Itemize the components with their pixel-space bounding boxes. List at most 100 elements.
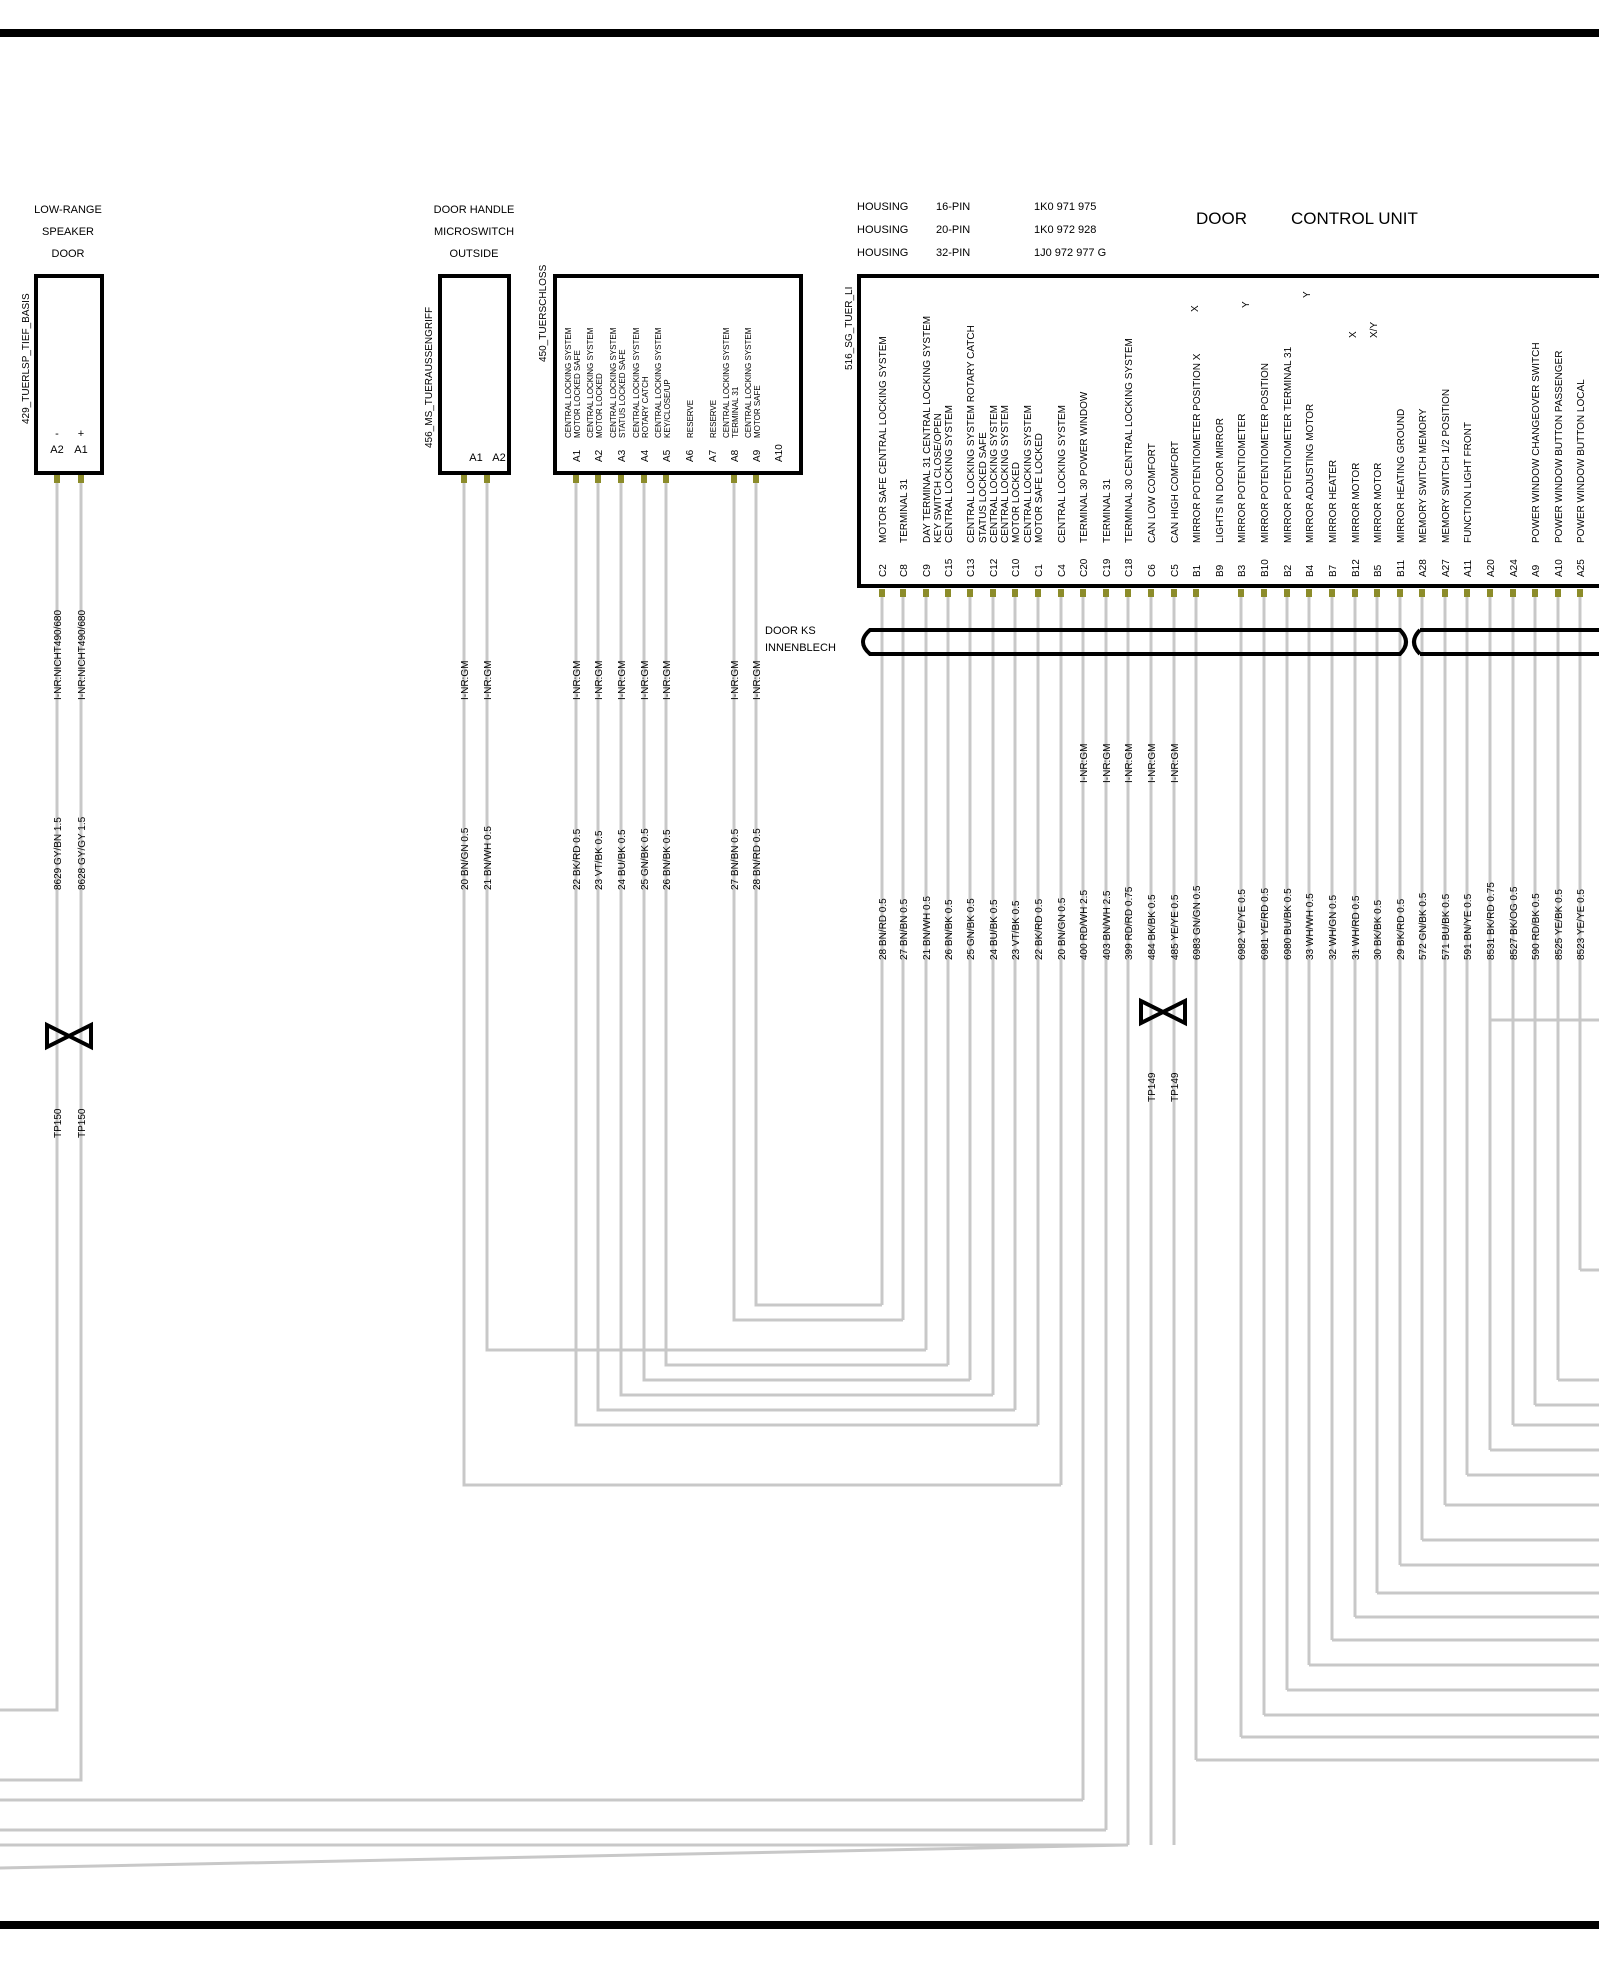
lock-pin-function: MOTOR LOCKED (595, 373, 604, 438)
wire-399-rd-rd (0, 1843, 1129, 1870)
handle-pin-label: A1 (469, 452, 482, 464)
control-unit-pin-terminal (1577, 589, 1583, 597)
lock-wire-ident: I-NR:GM (662, 661, 673, 700)
control-unit-wire-label: 6982 YE/YE 0.5 (1237, 889, 1248, 960)
control-unit-pin-label: C9 (922, 564, 933, 577)
control-unit-pin-label: A11 (1463, 560, 1474, 577)
control-unit-pin-function: MEMORY SWITCH MEMORY (1418, 408, 1429, 543)
control-unit-pin-terminal (1080, 589, 1086, 597)
lock-pin-terminal (641, 475, 647, 483)
control-unit-wire-label: 6981 YE/RD 0.5 (1260, 887, 1271, 960)
lock-wire-ident: I-NR:GM (752, 661, 763, 700)
wire-27-bn-bn (732, 483, 903, 1322)
control-unit-pin-label: B2 (1283, 564, 1294, 577)
control-unit-pin-label: C20 (1079, 558, 1090, 577)
control-unit-wire-label: 28 BN/RD 0.5 (878, 898, 889, 960)
control-unit-pin-label: A24 (1509, 559, 1520, 577)
control-unit-pin-label: A28 (1418, 559, 1429, 577)
control-unit-wire-label: 572 GN/BK 0.5 (1418, 892, 1429, 960)
control-unit-wire-label: 8525 YE/BK 0.5 (1554, 889, 1565, 960)
lock-wire-ident: I-NR:GM (730, 661, 741, 700)
control-unit-pin-function: MEMORY SWITCH 1/2 POSITION (1441, 389, 1452, 543)
control-unit-pin-label: C8 (899, 564, 910, 577)
control-unit-pin-terminal (1329, 589, 1335, 597)
speaker-wire-label: 8629 GY/BN 1.5 (53, 817, 64, 890)
control-unit-pin-terminal (1306, 589, 1312, 597)
lock-pin-label: A1 (572, 449, 583, 462)
control-unit-wire-ident: I-NR:GM (1124, 744, 1135, 783)
control-unit-pin-label: A27 (1441, 559, 1452, 577)
speaker-wire-ident: I-NR:NICHT490/680 (53, 610, 64, 700)
control-unit-pin-terminal (879, 589, 885, 597)
control-unit-pin-label: C18 (1124, 558, 1135, 577)
lock-pin-label: A4 (640, 449, 651, 462)
speaker-wire-a1 (0, 483, 83, 1782)
speaker-test-point: TP150 (77, 1108, 88, 1138)
control-unit-wire-label: 8531 BK/RD 0.75 (1486, 882, 1497, 960)
lock-wire-ident: I-NR:GM (617, 661, 628, 700)
control-unit-pin-terminal (1374, 589, 1380, 597)
lock-pin-label: A9 (752, 449, 763, 462)
control-unit-pin-label: B1 (1192, 564, 1203, 577)
control-unit-wire-label: 26 BN/BK 0.5 (944, 899, 955, 960)
speaker-splice (45, 1021, 93, 1051)
control-unit-pin-function: TERMINAL 30 CENTRAL LOCKING SYSTEM (1124, 338, 1135, 543)
control-unit-box (857, 274, 1599, 588)
lock-wire-label: 23 VT/BK 0.5 (594, 830, 605, 890)
housing-pin-count: 16-PIN (936, 201, 970, 213)
control-unit-wire-label: 400 RD/WH 2.5 (1079, 890, 1090, 960)
control-unit-pin-terminal (923, 589, 929, 597)
control-unit-pin-function: CENTRAL LOCKING SYSTEM (944, 405, 955, 543)
control-unit-pin-label: C12 (989, 558, 1000, 577)
control-unit-pin-function: TERMINAL 30 POWER WINDOW (1079, 391, 1090, 543)
speaker-pin-terminal (78, 475, 84, 483)
control-unit-title-door: DOOR (1196, 209, 1247, 228)
speaker-pin-sign: - (55, 428, 59, 440)
lock-pin-function: TERMINAL 31 (731, 386, 740, 438)
control-unit-wire-label: 20 BN/GN 0.5 (1057, 897, 1068, 960)
housing-part-number: 1K0 971 975 (1034, 201, 1096, 213)
speaker-pin-label: A1 (74, 444, 87, 456)
control-unit-wire-label: 21 BN/WH 0.5 (922, 896, 933, 960)
control-unit-pin-function: POWER WINDOW BUTTON PASSENGER (1554, 351, 1565, 543)
control-unit-wire-label: 23 VT/BK 0.5 (1011, 900, 1022, 960)
control-unit-pin-terminal (1487, 589, 1493, 597)
lock-pin-label: A6 (685, 449, 696, 462)
control-unit-pin-terminal (1397, 589, 1403, 597)
control-unit-pin-label: A25 (1576, 559, 1587, 577)
handle-wire-ident: I-NR:GM (483, 661, 494, 700)
control-unit-pin-function-2: CENTRAL LOCKING SYSTEM (1023, 405, 1034, 543)
control-unit-pin-terminal (1012, 589, 1018, 597)
control-unit-axis-mark: X (1348, 331, 1359, 338)
control-unit-pin-function: CAN LOW COMFORT (1147, 443, 1158, 543)
top-border (0, 29, 1599, 37)
control-unit-pin-function: MIRROR POTENTIOMETER TERMINAL 31 (1283, 346, 1294, 543)
control-unit-pin-label: C6 (1147, 564, 1158, 577)
control-unit-pin-function: MIRROR POTENTIOMETER POSITION X (1192, 353, 1203, 543)
handle-box (438, 274, 511, 475)
lock-wire-label: 25 GN/BK 0.5 (640, 828, 651, 890)
control-unit-wire-label: 33 WH/WH 0.5 (1305, 893, 1316, 960)
lock-pin-terminal (573, 475, 579, 483)
control-unit-pin-function: MIRROR POTENTIOMETER POSITION (1260, 363, 1271, 543)
control-unit-pin-function: LIGHTS IN DOOR MIRROR (1215, 418, 1226, 543)
lock-pin-function: STATUS LOCKED SAFE (618, 349, 627, 438)
housing-part-number: 1K0 972 928 (1034, 224, 1096, 236)
control-unit-pin-terminal (945, 589, 951, 597)
control-unit-wire-label: 29 BK/RD 0.5 (1396, 898, 1407, 960)
control-unit-pin-label: C1 (1034, 564, 1045, 577)
lock-box (553, 274, 803, 475)
lock-pin-function-2: CENTRAL LOCKING SYSTEM (609, 327, 618, 438)
control-unit-pin-function: MOTOR SAFE LOCKED (1034, 433, 1045, 543)
wire-22-bk-rd (574, 483, 1038, 1427)
can-test-point-b: TP149 (1170, 1072, 1181, 1102)
control-unit-wire-ident: I-NR:GM (1102, 744, 1113, 783)
control-unit-title-main: CONTROL UNIT (1291, 209, 1418, 228)
control-unit-pin-label: C2 (878, 564, 889, 577)
control-unit-wire-label: 399 RD/RD 0.75 (1124, 886, 1135, 960)
control-unit-pin-terminal (1419, 589, 1425, 597)
speaker-pin-terminal (54, 475, 60, 483)
control-unit-wire-label: 24 BU/BK 0.5 (989, 899, 1000, 960)
control-unit-pin-terminal (1464, 589, 1470, 597)
splice-icon (45, 1021, 93, 1051)
